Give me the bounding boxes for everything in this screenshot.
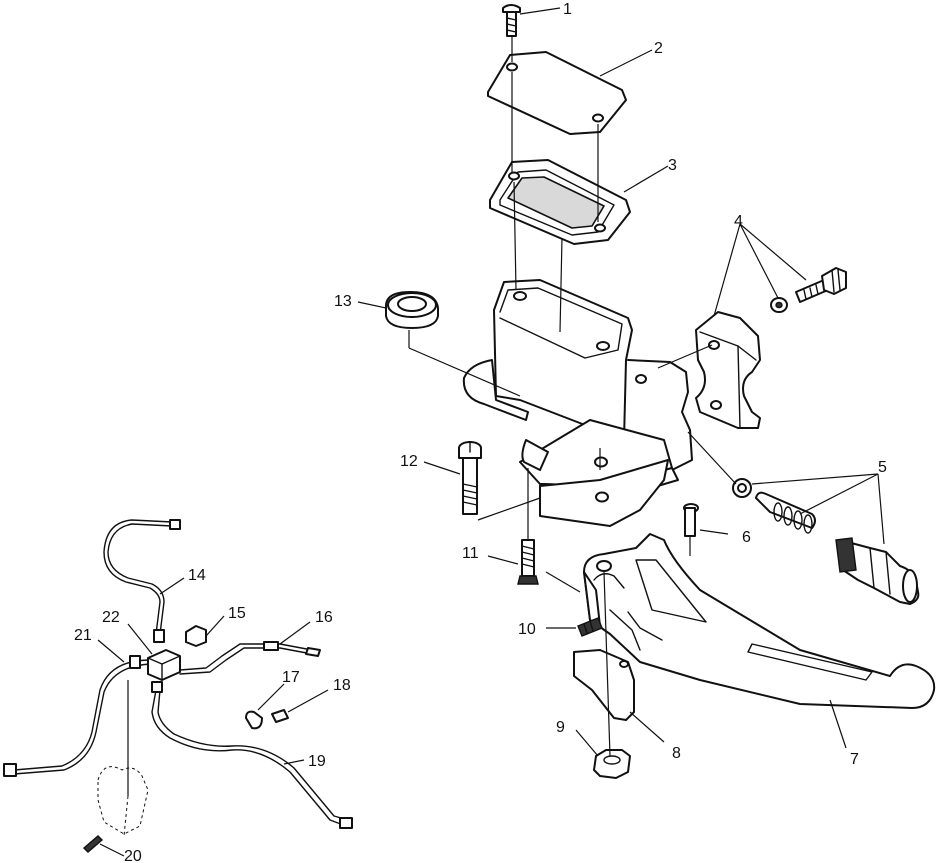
frame-bracket-outline [97, 766, 149, 835]
callout-9: 9 [556, 719, 565, 736]
callout-10: 10 [518, 621, 536, 638]
callout-6: 6 [742, 529, 751, 546]
part-15-fitting [185, 625, 207, 647]
callout-16: 16 [315, 609, 333, 626]
callout-5: 5 [878, 459, 887, 476]
part-13-boot-seal [385, 291, 439, 329]
callout-1: 1 [563, 1, 572, 18]
part-16-brake-line [179, 641, 321, 675]
part-20-screw [82, 835, 104, 853]
callout-22: 22 [102, 609, 120, 626]
part-4-clamp-bolt [795, 267, 847, 303]
part-3-diaphragm [489, 159, 631, 245]
callout-17: 17 [282, 669, 300, 686]
part-1-screw [502, 4, 521, 37]
part-5-piston-kit [732, 478, 920, 605]
part-4-washer [770, 297, 788, 313]
callout-20: 20 [124, 848, 142, 863]
part-19-brake-hose [151, 681, 353, 829]
callout-12: 12 [400, 453, 418, 470]
callout-leaders [97, 7, 885, 857]
callout-4: 4 [734, 213, 743, 230]
callout-2: 2 [654, 40, 663, 57]
part-7-brake-lever [583, 533, 936, 709]
callout-15: 15 [228, 605, 246, 622]
part-18-bleeder-valve [271, 709, 289, 723]
part-22-junction-block [147, 649, 181, 681]
part-8-lever-pad [573, 649, 635, 721]
callout-8: 8 [672, 745, 681, 762]
callout-3: 3 [668, 157, 677, 174]
callout-11: 11 [462, 545, 479, 562]
part-6-pivot-bolt [683, 503, 699, 537]
master-cylinder-body [462, 279, 693, 527]
part-9-nut [593, 749, 631, 779]
callout-18: 18 [333, 677, 351, 694]
part-10-set-screw [577, 617, 603, 637]
part-11-screw [517, 539, 539, 585]
callout-7: 7 [850, 751, 859, 768]
callout-13: 13 [334, 293, 352, 310]
part-21-brake-hose [3, 655, 151, 777]
part-2-reservoir-cover [487, 51, 627, 135]
assembly-lines [123, 36, 737, 837]
callout-14: 14 [188, 567, 206, 584]
callout-19: 19 [308, 753, 326, 770]
callout-21: 21 [74, 627, 92, 644]
part-12-bolt [458, 441, 482, 515]
part-17-bleeder-cap [245, 710, 263, 730]
callout-labels: 1 2 3 4 5 6 7 8 9 10 11 12 13 14 15 16 1… [74, 1, 887, 863]
part-4-handlebar-clamp [695, 311, 761, 429]
